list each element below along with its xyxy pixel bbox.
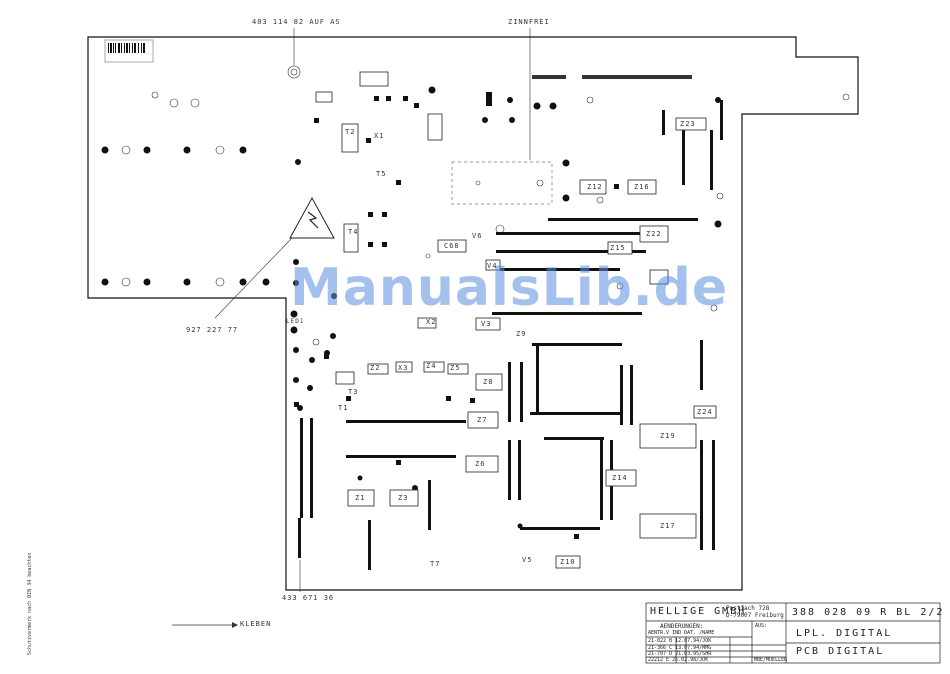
- component-label: Z4: [426, 362, 437, 370]
- component-label: Z23: [680, 120, 696, 128]
- leader-left: [214, 237, 293, 319]
- part-number-left: 927 227 77: [186, 326, 239, 334]
- zinnfrei-area: [451, 161, 553, 205]
- led-label: LED1: [286, 318, 305, 325]
- component-label: Z14: [612, 474, 628, 482]
- smd-dots: [294, 92, 619, 539]
- component-label: Z5: [450, 364, 461, 372]
- component-label: T7: [430, 560, 441, 568]
- ic-outlines: [315, 71, 717, 569]
- part-number-bottom: 433 671 36: [282, 594, 335, 602]
- component-label: V3: [481, 320, 492, 328]
- component-label: Z9: [516, 330, 527, 338]
- change-row: 21-022 B 12.07.94/JOK: [648, 638, 712, 644]
- change-row: 21-366 C 13.07.94/MMG: [648, 645, 712, 651]
- warning-icon: [289, 196, 335, 239]
- component-label: Z6: [475, 460, 486, 468]
- component-label: Z12: [587, 183, 603, 191]
- component-label: Z7: [477, 416, 488, 424]
- component-label: V4: [487, 262, 498, 270]
- part-number-top: 403 114 82 AUF AS: [252, 18, 341, 26]
- board-outline: [87, 36, 859, 591]
- changes-header: AENDERUNGEN:: [660, 623, 704, 630]
- component-label: C68: [444, 242, 460, 250]
- address-line-2: D-79007 Freiburg: [726, 612, 784, 619]
- component-label: T1: [338, 404, 349, 412]
- component-label: Z17: [660, 522, 676, 530]
- address-line-1: Postfach 728: [726, 605, 770, 612]
- component-label: X2: [426, 318, 437, 326]
- component-label: V5: [522, 556, 533, 564]
- watermark: ManualsLib.de: [290, 258, 729, 318]
- component-label: Z24: [697, 408, 713, 416]
- drawing-number: 388 028 09 R BL 2/2: [792, 607, 945, 618]
- zinnfrei-label: ZINNFREI: [508, 18, 550, 26]
- component-label: T5: [376, 170, 387, 178]
- component-label: X3: [398, 364, 409, 372]
- barcode: [104, 39, 154, 63]
- component-label: Z2: [370, 364, 381, 372]
- component-label: Z8: [483, 378, 494, 386]
- component-label: Z19: [660, 432, 676, 440]
- component-label: T4: [348, 228, 359, 236]
- component-label: Z22: [646, 230, 662, 238]
- component-label: Z15: [610, 244, 626, 252]
- kleben-label: KLEBEN: [240, 620, 272, 628]
- title-line-2: PCB DIGITAL: [796, 646, 885, 657]
- component-label: Z1: [355, 494, 366, 502]
- change-row: 22212 E 25.02.98/JOK: [648, 657, 709, 663]
- component-label: Z3: [398, 494, 409, 502]
- aus-label: AUS:: [755, 623, 768, 629]
- changes-columns: AENTR.V IND DAT. /NAME: [648, 630, 715, 636]
- names: MBE/MUELLER: [754, 657, 788, 663]
- component-label: T3: [348, 388, 359, 396]
- change-row: 21-707 D 21.03.95/SHR: [648, 651, 712, 657]
- component-label: Z10: [560, 558, 576, 566]
- pads: [101, 86, 722, 529]
- component-label: T2: [345, 128, 356, 136]
- company-name: HELLIGE GMBH: [650, 606, 747, 617]
- component-label: Z16: [634, 183, 650, 191]
- title-line-1: LPL. DIGITAL: [796, 628, 893, 639]
- component-label: V6: [472, 232, 483, 240]
- component-label: X1: [374, 132, 385, 140]
